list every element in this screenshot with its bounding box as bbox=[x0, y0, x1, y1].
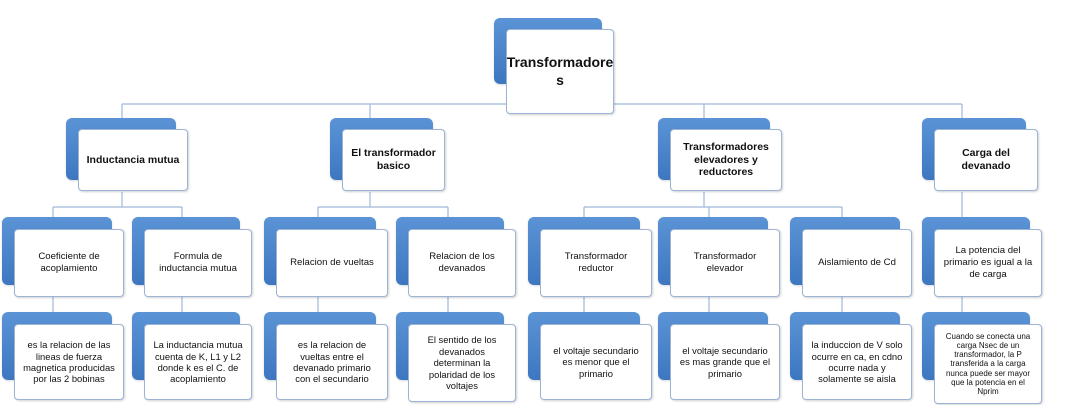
detail-label: El sentido de los devanados determinan l… bbox=[408, 324, 516, 402]
subtopic-label: Coeficiente de acoplamiento bbox=[14, 229, 124, 297]
detail-label: es la relacion de las lineas de fuerza m… bbox=[14, 324, 124, 400]
subtopic-label: Relacion de los devanados bbox=[408, 229, 516, 297]
detail-label: es la relacion de vueltas entre el devan… bbox=[276, 324, 388, 400]
category-label: Transformadores elevadores y reductores bbox=[670, 129, 782, 191]
detail-label: el voltaje secundario es menor que el pr… bbox=[540, 324, 652, 400]
detail-label: el voltaje secundario es mas grande que … bbox=[670, 324, 780, 400]
category-label: Carga del devanado bbox=[934, 129, 1038, 191]
subtopic-label: Relacion de vueltas bbox=[276, 229, 388, 297]
subtopic-label: Aislamiento de Cd bbox=[802, 229, 912, 297]
subtopic-label: Transformador reductor bbox=[540, 229, 652, 297]
connector-cat-1 bbox=[317, 192, 449, 217]
connector-cat-2 bbox=[583, 192, 843, 217]
category-label: El transformador basico bbox=[342, 129, 445, 191]
subtopic-label: La potencia del primario es igual a la d… bbox=[934, 229, 1042, 297]
detail-label: La inductancia mutua cuenta de K, L1 y L… bbox=[144, 324, 252, 400]
subtopic-label: Formula de inductancia mutua bbox=[144, 229, 252, 297]
root-label: Transformadore s bbox=[506, 29, 614, 114]
connector-cat-0 bbox=[52, 192, 183, 217]
detail-label: Cuando se conecta una carga Nsec de un t… bbox=[934, 324, 1042, 404]
subtopic-label: Transformador elevador bbox=[670, 229, 780, 297]
detail-label: la induccion de V solo ocurre en ca, en … bbox=[802, 324, 912, 400]
category-label: Inductancia mutua bbox=[78, 129, 188, 191]
